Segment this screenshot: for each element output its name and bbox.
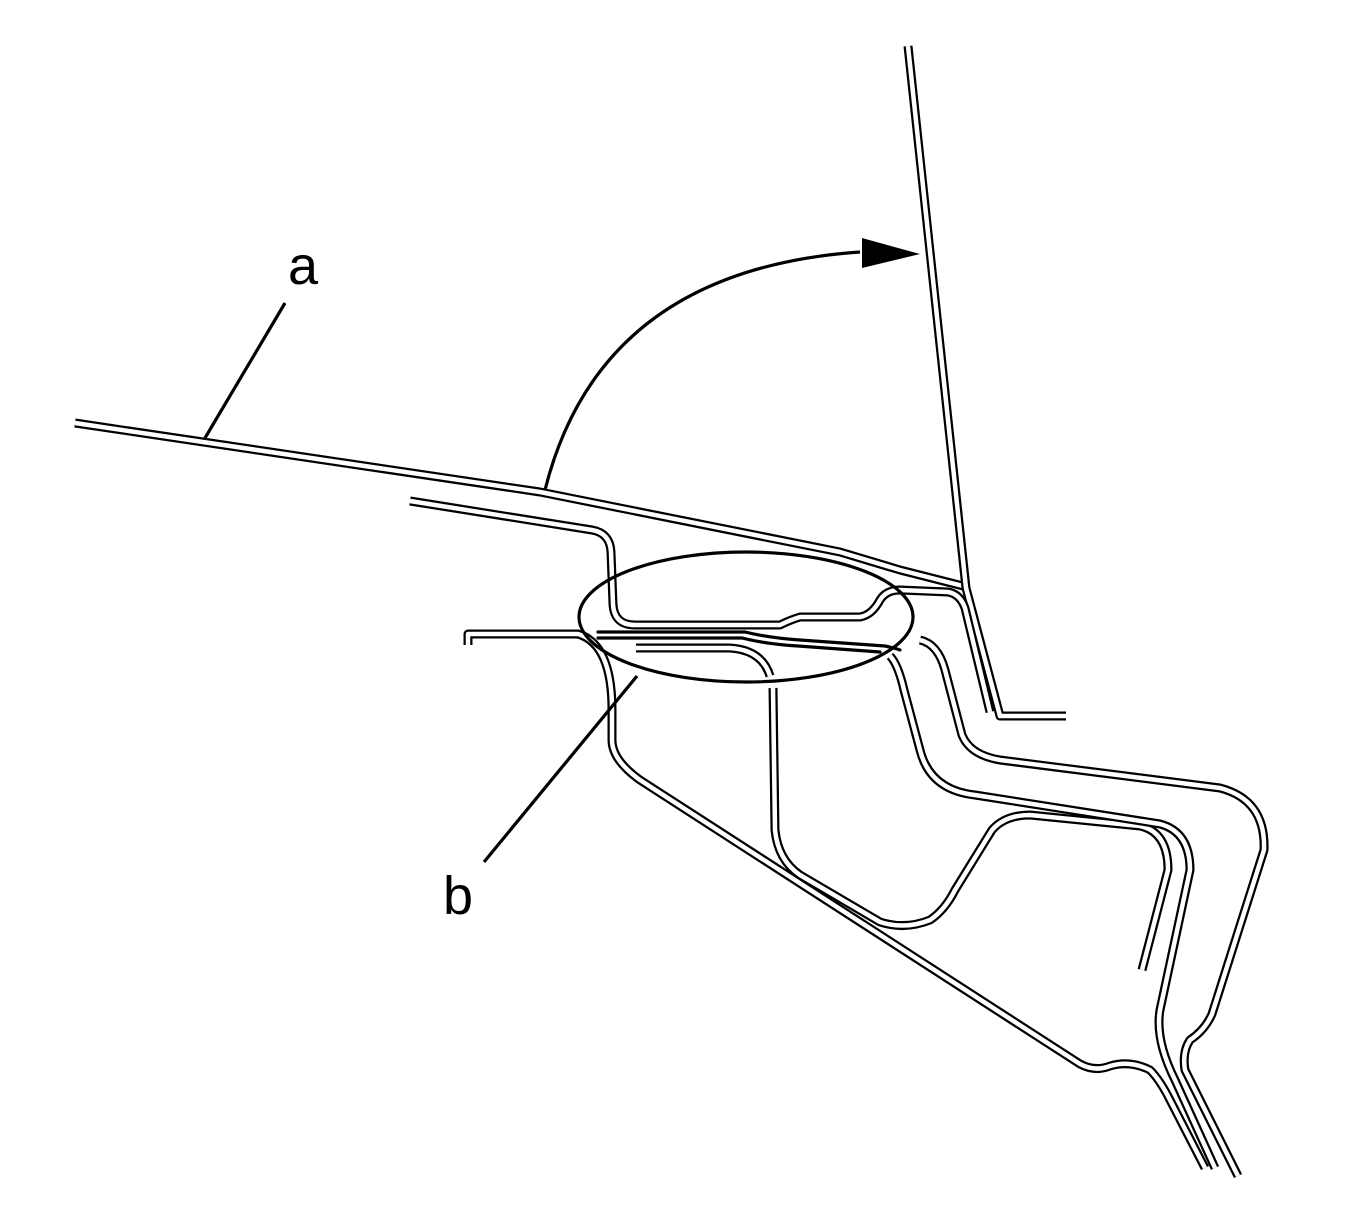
inner-flange-panel [409, 496, 995, 714]
detail-circle [577, 550, 915, 684]
door-panel-a [74, 418, 965, 591]
intermediate-panel [886, 652, 1220, 1170]
lower-inner-panel [463, 629, 1210, 1171]
outer-vertical-panel [903, 45, 1066, 721]
leader-line-b [482, 674, 639, 864]
arrow-head-icon [862, 238, 920, 268]
callout-label-b: b [443, 866, 473, 926]
center-rib-panel [768, 687, 1173, 972]
leader-line-a [203, 302, 287, 439]
outer-right-panel [918, 635, 1269, 1179]
hem-seam-lines [596, 630, 902, 678]
callout-label-a: a [288, 236, 319, 296]
rotation-arrow [543, 250, 861, 491]
